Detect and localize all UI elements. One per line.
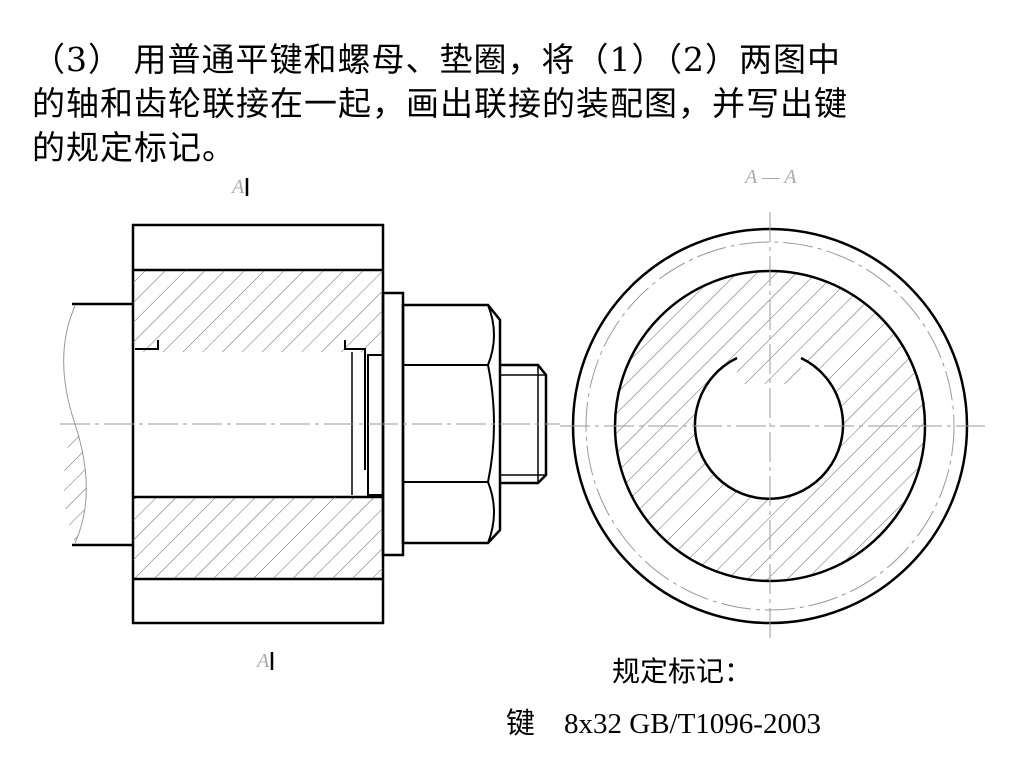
- side-section-view: A — A: [560, 166, 985, 640]
- key-marking: 键 8x32 GB/T1096-2003: [506, 708, 821, 740]
- thread-end: [500, 363, 548, 485]
- hub-section-lower: [133, 497, 383, 579]
- hub-section-upper: [133, 270, 383, 352]
- marking-label: 规定标记：: [612, 657, 753, 688]
- shaft-left: [63, 302, 133, 547]
- section-letter-bottom: A: [255, 650, 270, 672]
- bore-with-keyway: [693, 356, 845, 500]
- section-letter-top: A: [230, 176, 245, 198]
- problem-statement: （3） 用普通平键和螺母、垫圈，将（1）（2）两图中 的轴和齿轮联接在一起，画出…: [32, 40, 848, 167]
- hex-nut: [401, 303, 502, 545]
- view-title: A — A: [743, 166, 797, 188]
- front-section-view: A A: [60, 176, 560, 672]
